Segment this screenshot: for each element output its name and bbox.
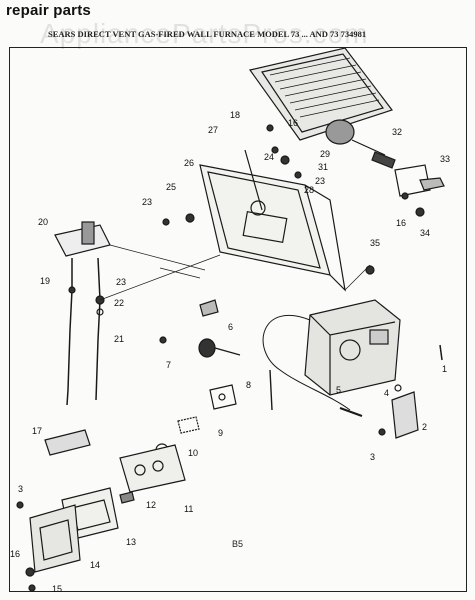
- pilot-assembly: [54, 221, 111, 257]
- label-30: 31: [318, 162, 328, 172]
- label-14: 14: [90, 560, 100, 570]
- label-35: 35: [370, 238, 380, 248]
- small-hardware: [162, 124, 425, 275]
- watermark: AppliancePartsPros.com: [40, 18, 369, 49]
- diagram-code: B5: [232, 539, 244, 549]
- label-13: 13: [126, 537, 136, 547]
- label-23b: 23: [142, 197, 152, 207]
- front-plate-gasket: [199, 164, 346, 292]
- burner-housing-11: [119, 444, 186, 493]
- label-11: 11: [184, 504, 193, 514]
- label-12: 12: [146, 500, 156, 510]
- label-26: 27: [208, 125, 218, 135]
- label-3b: 3: [370, 452, 375, 462]
- label-5: 5: [336, 385, 341, 395]
- label-24: 25: [166, 182, 176, 192]
- label-25: 26: [184, 158, 194, 168]
- label-23a: 23: [315, 176, 325, 186]
- label-15: 15: [52, 584, 62, 594]
- label-3a: 3: [18, 484, 23, 494]
- label-27: 18: [230, 110, 240, 120]
- gas-valve: [304, 299, 401, 396]
- label-16a: 16: [288, 118, 298, 128]
- label-4: 4: [384, 388, 389, 398]
- label-2: 2: [422, 422, 427, 432]
- label-28: 24: [264, 152, 274, 162]
- label-20: 21: [114, 334, 124, 344]
- label-18: 19: [40, 276, 50, 286]
- diagram-frame: [9, 47, 467, 592]
- label-34: 34: [420, 228, 430, 238]
- label-19: 20: [38, 217, 48, 227]
- label-10: 10: [188, 448, 198, 458]
- label-16c: 16: [10, 549, 20, 559]
- page-title: repair parts: [6, 2, 91, 19]
- label-32: 32: [392, 127, 402, 137]
- label-17: 17: [32, 426, 42, 436]
- label-6: 6: [228, 322, 233, 332]
- label-29: 28: [304, 185, 314, 195]
- label-9: 9: [218, 428, 223, 438]
- label-16b: 16: [396, 218, 406, 228]
- model-subtitle: SEARS DIRECT VENT GAS-FIRED WALL FURNACE…: [48, 29, 367, 39]
- orifice-assembly: [371, 151, 396, 169]
- burner-assembly: [248, 47, 393, 156]
- label-21: 22: [114, 298, 124, 308]
- part-labels: 18 16 32 27 29 24 31 33 26 23 25 28 23 1…: [10, 110, 450, 594]
- label-8: 8: [246, 380, 251, 390]
- label-31: 29: [320, 149, 330, 159]
- label-22: 23: [116, 277, 126, 287]
- label-1: 1: [442, 364, 447, 374]
- bracket-33: [394, 164, 445, 197]
- observation-door: [29, 487, 119, 573]
- spark-electrode: [198, 338, 241, 358]
- label-33: 33: [440, 154, 450, 164]
- label-7: 7: [166, 360, 171, 370]
